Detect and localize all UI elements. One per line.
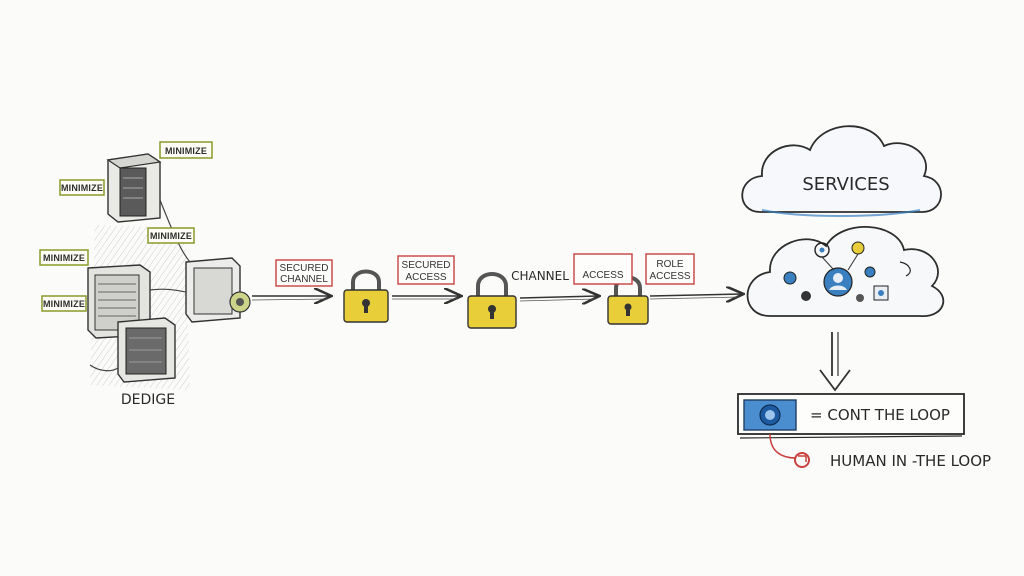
svg-text:SECURED: SECURED (402, 260, 451, 271)
device-cluster: MINIMIZE MINIMIZE MINIMIZE MINIMIZE MINI… (39, 141, 251, 408)
minimize-tag: MINIMIZE (59, 179, 105, 196)
svg-text:SECURED: SECURED (280, 263, 329, 274)
apps-cloud (746, 226, 945, 317)
loop-label: = CONT THE LOOP (810, 406, 950, 424)
node-icon (851, 241, 865, 255)
flow-arrow (519, 296, 598, 298)
svg-text:CHANNEL: CHANNEL (280, 274, 328, 285)
secured-access-label: SECURED ACCESS (397, 255, 455, 285)
refresh-icon (794, 452, 810, 468)
svg-text:MINIMIZE: MINIMIZE (43, 253, 85, 263)
access-label: ACCESS (573, 253, 633, 285)
device-label: DEDIGE (121, 392, 175, 408)
server-icon (87, 264, 151, 339)
secured-channel-label: SECURED CHANNEL (275, 259, 333, 287)
down-arrow (819, 332, 851, 392)
services-cloud: SERVICES (741, 125, 942, 217)
lock-icon (467, 272, 517, 329)
human-in-loop: HUMAN IN -THE LOOP (769, 433, 991, 470)
lock-icon (801, 291, 811, 301)
device-icon (185, 257, 251, 323)
svg-text:ACCESS: ACCESS (582, 270, 623, 281)
flow-arrow (649, 294, 742, 296)
svg-text:MINIMIZE: MINIMIZE (43, 299, 85, 309)
minimize-tag: MINIMIZE (39, 249, 89, 266)
loop-box: = CONT THE LOOP (737, 393, 965, 439)
svg-text:MINIMIZE: MINIMIZE (61, 183, 103, 193)
role-access-label: ROLE ACCESS (645, 253, 695, 285)
lock-icon (343, 269, 389, 323)
svg-text:MINIMIZE: MINIMIZE (150, 231, 192, 241)
server-icon (117, 317, 176, 383)
node-icon (864, 266, 876, 278)
svg-text:ACCESS: ACCESS (649, 271, 690, 282)
minimize-tag: MINIMIZE (147, 227, 195, 244)
gear-icon (783, 271, 797, 285)
server-icon (106, 153, 162, 223)
svg-text:ACCESS: ACCESS (405, 272, 446, 283)
human-label: HUMAN IN -THE LOOP (830, 452, 991, 470)
minimize-tag: MINIMIZE (159, 141, 213, 159)
flow-arrows (251, 294, 742, 301)
channel-label: CHANNEL (511, 269, 569, 283)
minimize-tag: MINIMIZE (41, 295, 87, 312)
services-label: SERVICES (802, 174, 889, 195)
svg-text:ROLE: ROLE (656, 259, 684, 270)
svg-text:MINIMIZE: MINIMIZE (165, 146, 207, 156)
